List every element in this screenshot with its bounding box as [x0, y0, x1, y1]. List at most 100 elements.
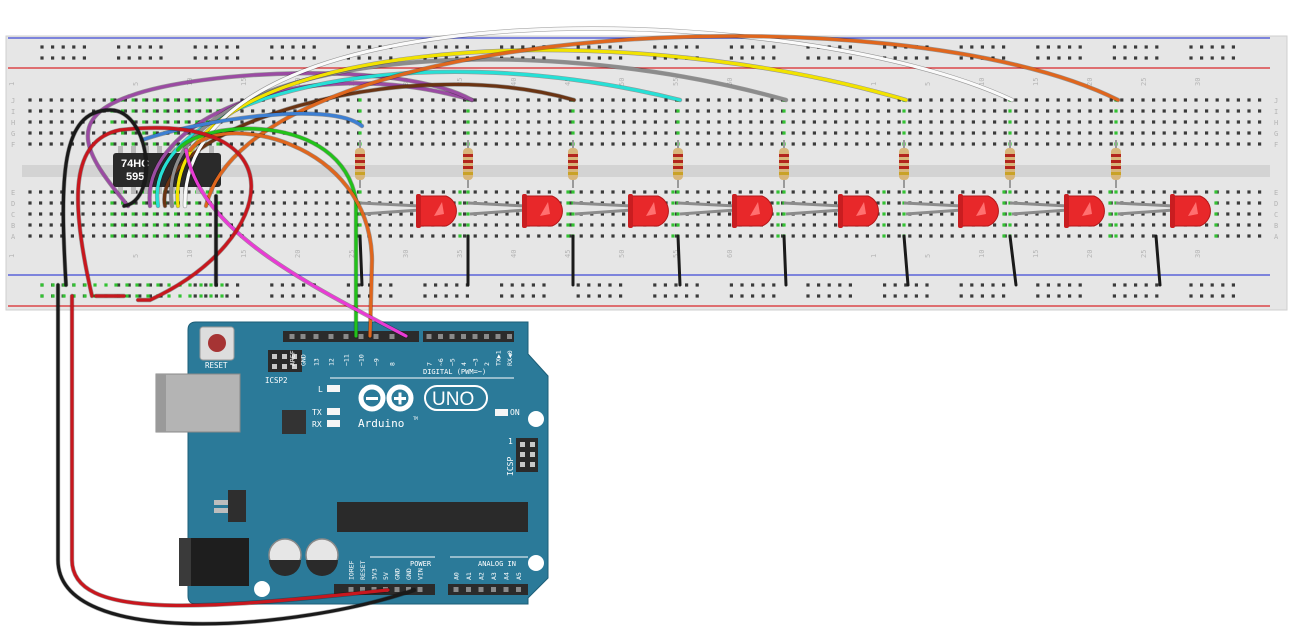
breadboard-hole — [791, 142, 795, 146]
led-reflection — [1082, 202, 1092, 216]
connected-hole — [184, 109, 188, 113]
led-lead — [679, 208, 737, 216]
breadboard-hole — [537, 142, 541, 146]
breadboard-hole — [113, 201, 117, 205]
breadboard-hole — [950, 120, 954, 124]
led-reflection — [1188, 202, 1198, 216]
rail-hole — [127, 45, 131, 49]
connected-hole — [195, 234, 199, 238]
breadboard-hole — [558, 223, 562, 227]
breadboard-hole — [516, 98, 520, 102]
breadboard-hole — [1258, 201, 1262, 205]
resistor-band — [355, 172, 365, 175]
breadboard-hole — [28, 234, 32, 238]
resistor-band — [673, 154, 683, 157]
rail-hole — [389, 294, 393, 298]
breadboard-hole — [494, 131, 498, 135]
breadboard-hole — [399, 109, 403, 113]
breadboard-hole — [547, 109, 551, 113]
breadboard-hole — [791, 98, 795, 102]
breadboard-hole — [176, 212, 180, 216]
breadboard-hole — [1099, 234, 1103, 238]
analog-pin-label: A1 — [465, 572, 473, 580]
breadboard-hole — [166, 223, 170, 227]
row-letter: A — [11, 233, 16, 241]
rail-hole — [500, 283, 504, 287]
rail-hole — [291, 56, 295, 60]
breadboard-hole — [749, 120, 753, 124]
breadboard-hole — [293, 109, 297, 113]
breadboard-hole — [505, 131, 509, 135]
breadboard-hole — [102, 98, 106, 102]
breadboard-hole — [1236, 131, 1240, 135]
breadboard-hole — [802, 234, 806, 238]
rail-hole — [817, 294, 821, 298]
connected-hole — [1108, 190, 1112, 194]
connected-hole — [776, 223, 780, 227]
resistor-band — [1005, 172, 1015, 175]
column-number: 1 — [870, 254, 878, 258]
breadboard-hole — [1162, 212, 1166, 216]
digital-pin — [289, 334, 295, 339]
connected-hole — [152, 190, 156, 194]
connected-hole — [110, 120, 114, 124]
breadboard-hole — [706, 223, 710, 227]
breadboard-hole — [590, 234, 594, 238]
breadboard-hole — [982, 234, 986, 238]
row-letter: F — [1274, 141, 1278, 149]
breadboard-hole — [1046, 98, 1050, 102]
reset-button-cap[interactable] — [208, 334, 226, 352]
breadboard-hole — [653, 109, 657, 113]
breadboard-hole — [664, 109, 668, 113]
breadboard-hole — [1120, 131, 1124, 135]
breadboard-hole — [834, 131, 838, 135]
connected-hole — [121, 109, 125, 113]
breadboard-hole — [516, 234, 520, 238]
resistor-band — [1111, 172, 1121, 175]
resistor-band — [899, 166, 909, 169]
breadboard-hole — [982, 131, 986, 135]
rail-hole — [980, 45, 984, 49]
breadboard-hole — [1205, 234, 1209, 238]
breadboard-hole — [1014, 142, 1018, 146]
connected-hole — [882, 223, 886, 227]
breadboard-hole — [272, 223, 276, 227]
ground-wire — [902, 234, 910, 287]
breadboard-hole — [166, 234, 170, 238]
rail-hole — [1036, 283, 1040, 287]
rail-hole — [817, 56, 821, 60]
breadboard-hole — [473, 142, 477, 146]
connected-hole — [83, 283, 87, 287]
breadboard-hole — [314, 131, 318, 135]
breadboard-hole — [335, 190, 339, 194]
breadboard-hole — [961, 120, 965, 124]
breadboard-hole — [378, 142, 382, 146]
breadboard-hole — [1205, 142, 1209, 146]
breadboard-hole — [823, 142, 827, 146]
breadboard-hole — [770, 201, 774, 205]
rail-hole — [270, 294, 274, 298]
breadboard-hole — [473, 223, 477, 227]
breadboard-hole — [950, 212, 954, 216]
breadboard-hole — [558, 98, 562, 102]
breadboard-hole — [929, 190, 933, 194]
header-pin — [520, 452, 525, 457]
breadboard-hole — [1077, 234, 1081, 238]
breadboard-hole — [749, 142, 753, 146]
breadboard-hole — [1162, 98, 1166, 102]
breadboard-hole — [251, 223, 255, 227]
breadboard-hole — [1141, 223, 1145, 227]
column-number: 25 — [1140, 250, 1148, 258]
breadboard-hole — [166, 212, 170, 216]
breadboard-hole — [993, 120, 997, 124]
breadboard-hole — [918, 234, 922, 238]
resistor — [1111, 148, 1121, 180]
breadboard-hole — [664, 190, 668, 194]
breadboard-hole — [1236, 98, 1240, 102]
wire-orange-2 — [188, 131, 374, 338]
breadboard-hole — [632, 98, 636, 102]
connected-hole — [131, 212, 135, 216]
connected-hole — [195, 212, 199, 216]
breadboard-hole — [452, 190, 456, 194]
